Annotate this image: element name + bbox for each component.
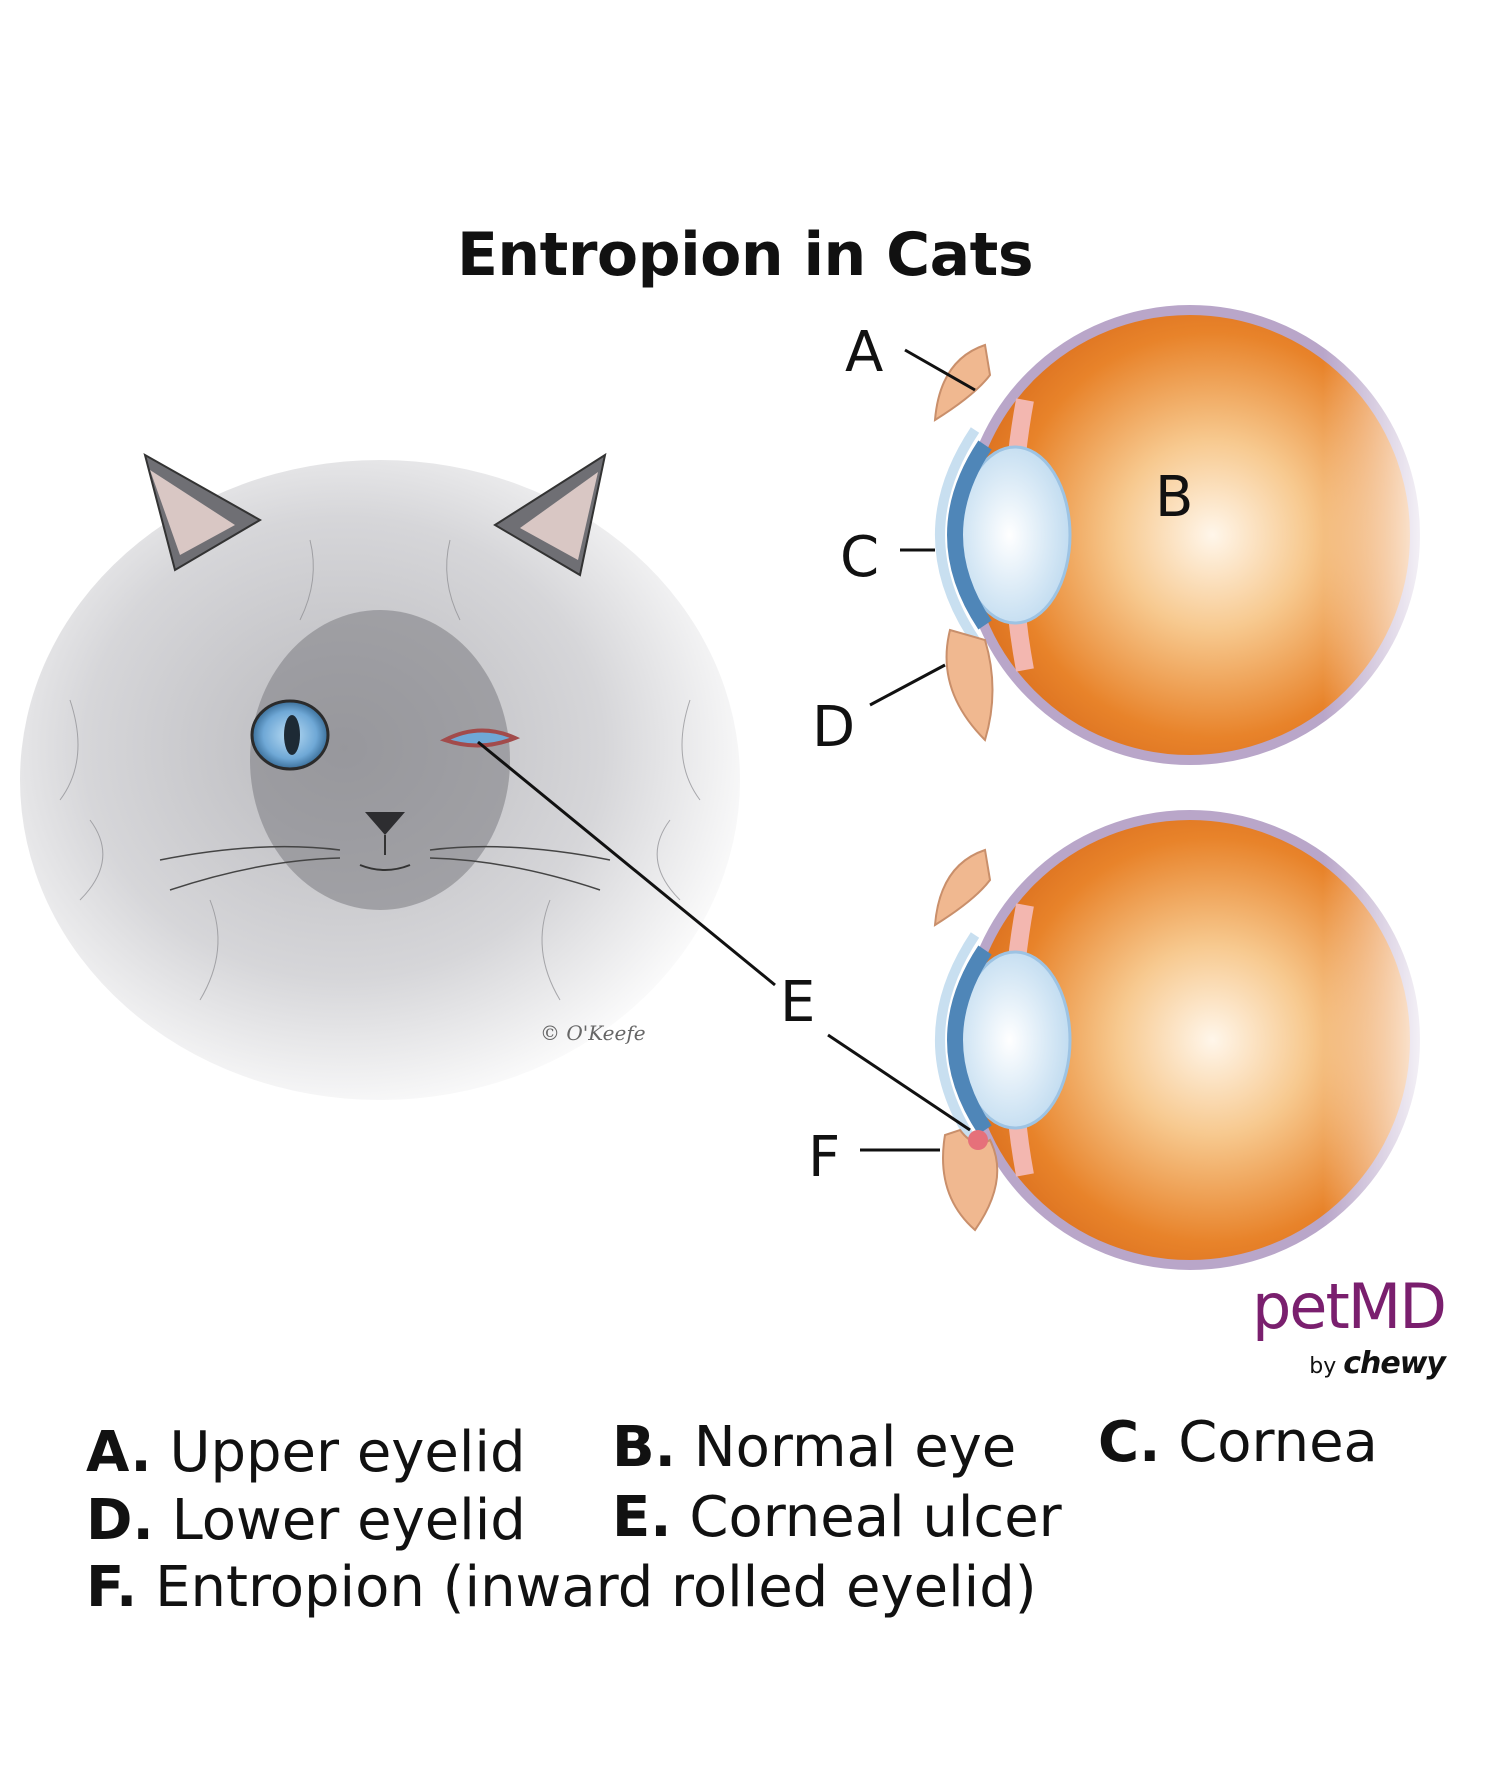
label-a: A	[845, 320, 884, 385]
leader-e-cat	[477, 740, 776, 987]
by-chewy: by chewy	[1215, 1346, 1446, 1381]
diagram-title: Entropion in Cats	[456, 220, 1034, 290]
cat-nose	[365, 812, 405, 835]
cat-illustration: © O'Keefe	[20, 452, 740, 1100]
cat-left-ear-inner	[150, 470, 235, 555]
legend-text-e: Corneal ulcer	[689, 1485, 1062, 1550]
legend-key-e: E.	[612, 1485, 672, 1550]
legend-item-c: C. Cornea	[1098, 1415, 1378, 1471]
normal-eye-cross-section	[933, 300, 1440, 780]
leader-d	[869, 663, 946, 707]
cat-fur-strokes	[59, 539, 701, 1001]
petmd-wordmark: petMD	[1251, 1270, 1447, 1343]
leader-a	[904, 348, 976, 392]
iris-entropion	[947, 945, 992, 1135]
legend-item-d: D. Lower eyelid	[86, 1493, 526, 1549]
eye-fade-normal	[1180, 300, 1440, 780]
legend-key-f: F.	[86, 1555, 138, 1620]
cornea-normal	[935, 427, 980, 643]
petmd-logo: petMD by chewy	[1215, 1270, 1447, 1382]
legend-key-b: B.	[612, 1415, 676, 1480]
cat-mouth	[359, 835, 411, 871]
label-d: D	[812, 695, 856, 760]
logo-by: by	[1309, 1354, 1337, 1379]
cat-pupil	[284, 715, 300, 755]
legend-item-a: A. Upper eyelid	[86, 1425, 526, 1481]
legend-text-a: Upper eyelid	[169, 1420, 526, 1485]
legend-item-b: B. Normal eye	[612, 1420, 1016, 1476]
label-b: B	[1155, 465, 1194, 530]
lower-eyelid-normal	[945, 628, 994, 742]
legend-text-f: Entropion (inward rolled eyelid)	[155, 1555, 1037, 1620]
artist-signature: © O'Keefe	[540, 1021, 646, 1045]
legend-text-b: Normal eye	[693, 1415, 1017, 1480]
leader-lines	[477, 348, 976, 1152]
label-c: C	[840, 525, 880, 590]
label-e: E	[780, 970, 816, 1035]
cat-whiskers	[159, 845, 611, 891]
legend-item-f: F. Entropion (inward rolled eyelid)	[86, 1560, 1037, 1616]
logo-chewy: chewy	[1343, 1346, 1446, 1381]
entropion-eye-cross-section	[933, 805, 1440, 1285]
legend-key-a: A.	[86, 1420, 152, 1485]
cornea-entropion	[935, 932, 980, 1148]
cat-right-ear-inner	[520, 472, 598, 560]
legend-text-d: Lower eyelid	[171, 1488, 526, 1553]
legend-text-c: Cornea	[1178, 1410, 1378, 1475]
corneal-ulcer-spot	[968, 1130, 988, 1150]
leader-e-eye	[827, 1033, 971, 1132]
iris-normal	[947, 440, 992, 630]
legend-key-c: C.	[1098, 1410, 1161, 1475]
cat-face-mask	[250, 610, 510, 910]
legend-item-e: E. Corneal ulcer	[612, 1490, 1062, 1546]
cat-squinting-eye	[439, 728, 521, 748]
label-f: F	[808, 1125, 841, 1190]
eye-fade-entropion	[1180, 805, 1440, 1285]
legend-key-d: D.	[86, 1488, 154, 1553]
upper-eyelid-entropion	[933, 848, 992, 927]
